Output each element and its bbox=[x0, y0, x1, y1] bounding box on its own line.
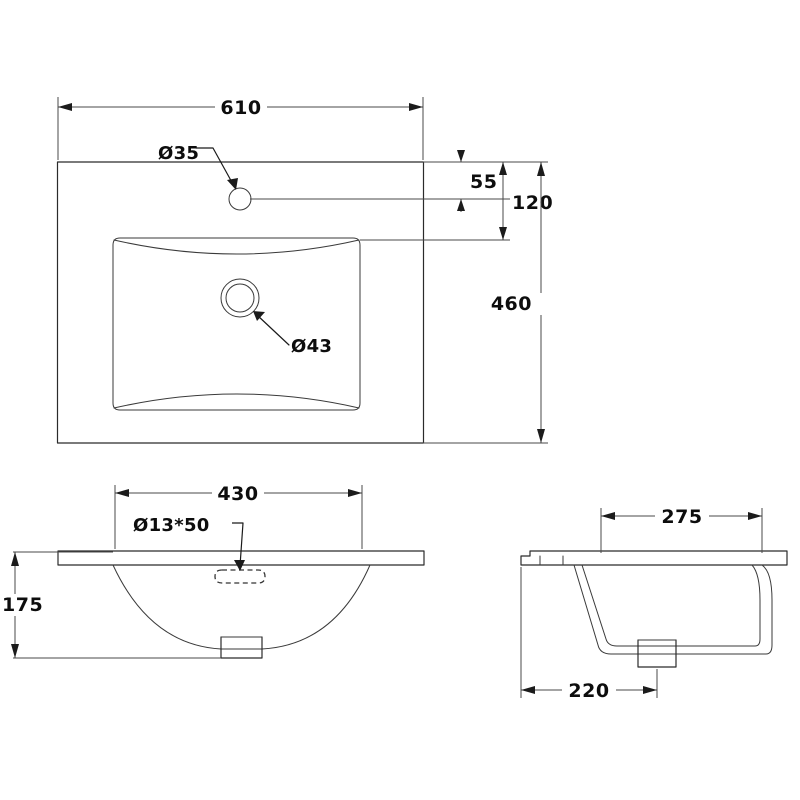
arrow-175-bottom bbox=[11, 644, 19, 658]
dim-label-175: 175 bbox=[2, 594, 43, 616]
dim-275-text-bg bbox=[655, 504, 709, 528]
note-overflow-text-bg bbox=[130, 512, 232, 536]
front-bowl-curve bbox=[112, 564, 371, 650]
plan-view-group: 610 Ø35 Ø43 55 120 460 bbox=[56, 95, 553, 444]
arrow-220-right bbox=[643, 686, 657, 694]
dim-label-220: 220 bbox=[568, 680, 609, 702]
arrow-220-left bbox=[521, 686, 535, 694]
plan-waste-outer-ring bbox=[220, 278, 260, 318]
dim-label-120: 120 bbox=[512, 192, 553, 214]
arrow-120-top bbox=[499, 162, 507, 175]
arrow-460-top bbox=[537, 162, 545, 176]
arrow-430-left bbox=[115, 489, 129, 497]
arrow-275-left bbox=[601, 512, 615, 520]
arrow-275-right bbox=[748, 512, 762, 520]
dim-430-text-bg bbox=[212, 481, 264, 505]
dim-label-610: 610 bbox=[220, 97, 261, 119]
side-elevation-group: 275 220 bbox=[520, 504, 788, 702]
side-bowl-inner-profile bbox=[581, 564, 761, 647]
dim-220-text-bg bbox=[562, 678, 616, 702]
dim-460-text-bg bbox=[496, 293, 542, 315]
plan-countertop-outline bbox=[56, 161, 425, 444]
side-bowl-outer-profile bbox=[573, 564, 773, 655]
note-label-overflow-slot: Ø13*50 bbox=[133, 515, 210, 536]
arrow-leader-overflow bbox=[234, 560, 245, 571]
front-drain-stub bbox=[220, 636, 263, 659]
dim-label-55: 55 bbox=[470, 171, 497, 193]
dim-label-460: 460 bbox=[491, 293, 532, 315]
arrow-610-left bbox=[58, 103, 72, 111]
arrow-610-right bbox=[409, 103, 423, 111]
arrow-120-bottom bbox=[499, 227, 507, 240]
note-label-waste-diameter: Ø43 bbox=[291, 336, 332, 357]
leader-line-tap-hole bbox=[195, 147, 235, 187]
leader-line-overflow bbox=[229, 522, 244, 567]
plan-bowl-outer-rim bbox=[112, 237, 361, 411]
arrow-175-top bbox=[11, 552, 19, 566]
side-drain-stub bbox=[637, 639, 677, 668]
note-label-tap-hole-diameter: Ø35 bbox=[158, 143, 199, 164]
arrow-55-top bbox=[457, 150, 465, 162]
dim-label-275: 275 bbox=[661, 506, 702, 528]
plan-bowl-bottom-curve bbox=[113, 393, 360, 409]
dim-610-text-bg bbox=[215, 95, 267, 119]
arrow-55-bottom bbox=[457, 199, 465, 211]
arrow-460-bottom bbox=[537, 429, 545, 443]
leader-line-waste bbox=[256, 314, 290, 346]
plan-waste-inner-ring bbox=[225, 283, 255, 313]
side-deck-slab bbox=[520, 550, 788, 566]
front-elevation-group: 430 Ø13*50 175 bbox=[0, 481, 425, 659]
plan-bowl-top-curve bbox=[113, 239, 360, 255]
arrow-leader-tap-hole bbox=[227, 178, 238, 190]
dim-175-text-bg bbox=[0, 594, 46, 616]
dim-label-430: 430 bbox=[217, 483, 258, 505]
arrow-430-right bbox=[348, 489, 362, 497]
arrow-leader-waste bbox=[253, 311, 265, 321]
front-overflow-slot-hidden bbox=[214, 569, 266, 584]
